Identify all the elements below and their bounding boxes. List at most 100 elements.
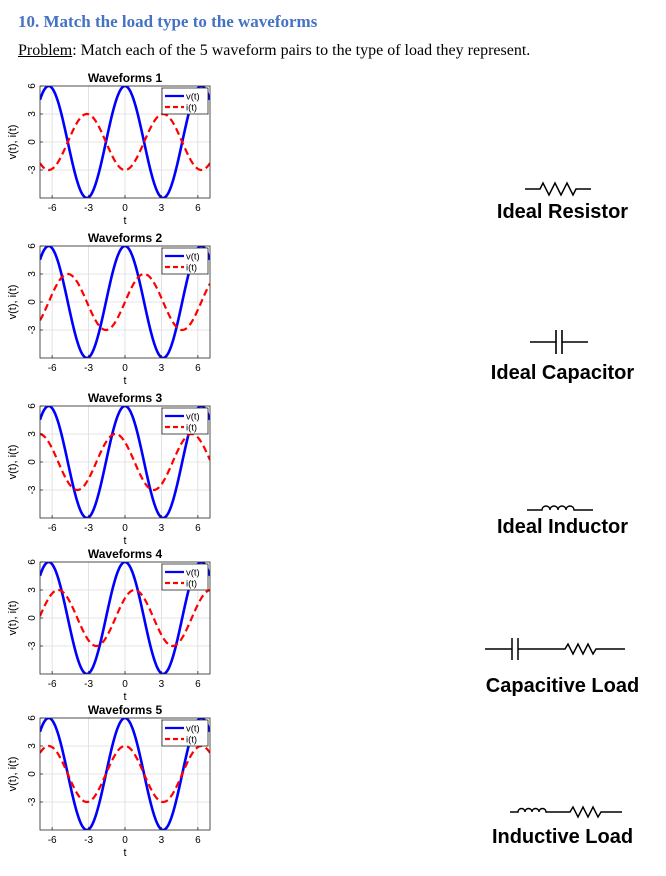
legend-entry: v(t): [186, 412, 200, 423]
y-tick-label: 3: [27, 271, 38, 277]
legend-entry: i(t): [186, 579, 197, 590]
inductor-symbol-icon: [527, 505, 593, 511]
x-tick-label: 3: [159, 679, 165, 690]
y-tick-label: 0: [27, 459, 38, 465]
x-tick-label: -3: [84, 363, 93, 374]
load-label: Inductive Load: [491, 826, 634, 848]
x-tick-label: 0: [122, 835, 128, 846]
load-option-inductive-load: Inductive Load: [470, 798, 655, 860]
x-axis-label: t: [123, 535, 126, 547]
y-axis-label: v(t), i(t): [7, 285, 19, 320]
legend-entry: i(t): [186, 735, 197, 746]
load-option-resistor: Ideal Resistor: [470, 174, 655, 236]
y-tick-label: 0: [27, 615, 38, 621]
series-line-i(t): [40, 588, 210, 648]
problem-label: Problem: [18, 42, 73, 59]
question-heading: 10. Match the load type to the waveforms: [18, 12, 318, 31]
y-tick-label: 6: [27, 715, 38, 721]
series-line-i(t): [40, 112, 210, 172]
inductor-resistor-symbol-icon: [510, 805, 622, 819]
y-tick-label: 0: [27, 139, 38, 145]
legend-box: [161, 563, 209, 591]
y-tick-label: -3: [27, 641, 38, 650]
x-axis-label: t: [123, 691, 126, 703]
y-axis-label: v(t), i(t): [7, 601, 19, 636]
y-tick-label: 3: [27, 743, 38, 749]
load-label: Capacitive Load: [485, 675, 640, 697]
x-axis-label: t: [123, 215, 126, 227]
x-tick-label: -3: [84, 835, 93, 846]
y-axis-label: v(t), i(t): [7, 757, 19, 792]
legend-box: [161, 247, 209, 275]
legend-box: [161, 719, 209, 747]
y-tick-label: 6: [27, 403, 38, 409]
load-option-inductor: Ideal Inductor: [470, 496, 655, 558]
x-tick-label: -6: [48, 523, 57, 534]
x-tick-label: -3: [84, 203, 93, 214]
x-axis-label: t: [123, 375, 126, 387]
load-label: Ideal Inductor: [496, 516, 629, 538]
x-tick-label: 6: [195, 523, 201, 534]
series-line-v(t): [40, 246, 210, 358]
x-tick-label: -6: [48, 835, 57, 846]
y-tick-label: 3: [27, 431, 38, 437]
x-tick-label: -6: [48, 203, 57, 214]
x-tick-label: 0: [122, 203, 128, 214]
y-tick-label: -3: [27, 485, 38, 494]
series-line-v(t): [40, 562, 210, 674]
x-axis-label: t: [123, 847, 126, 859]
x-tick-label: 6: [195, 679, 201, 690]
y-tick-label: 0: [27, 299, 38, 305]
chart-title: Waveforms 1: [88, 71, 163, 85]
y-tick-label: -3: [27, 797, 38, 806]
y-tick-label: -3: [27, 325, 38, 334]
x-tick-label: -3: [84, 523, 93, 534]
x-tick-label: 6: [195, 835, 201, 846]
y-tick-label: 3: [27, 587, 38, 593]
legend-entry: i(t): [186, 423, 197, 434]
x-tick-label: -3: [84, 679, 93, 690]
chart-title: Waveforms 3: [88, 391, 163, 405]
x-tick-label: 0: [122, 523, 128, 534]
problem-text: : Match each of the 5 waveform pairs to …: [72, 42, 531, 59]
series-line-i(t): [40, 272, 210, 332]
capacitor-symbol-icon: [530, 330, 588, 354]
x-tick-label: 3: [159, 203, 165, 214]
load-option-capacitive-load: Capacitive Load: [470, 634, 655, 697]
x-tick-label: 3: [159, 835, 165, 846]
chart-title: Waveforms 5: [88, 703, 163, 717]
y-tick-label: 6: [27, 243, 38, 249]
legend-entry: v(t): [186, 92, 200, 103]
legend-entry: i(t): [186, 103, 197, 114]
series-line-i(t): [40, 432, 210, 492]
legend-entry: v(t): [186, 568, 200, 579]
x-tick-label: 0: [122, 363, 128, 374]
x-tick-label: 0: [122, 679, 128, 690]
y-axis-label: v(t), i(t): [7, 445, 19, 480]
chart-title: Waveforms 2: [88, 231, 163, 245]
problem-statement: Problem: Match each of the 5 waveform pa…: [18, 42, 530, 60]
series-line-i(t): [40, 744, 210, 804]
load-label: Ideal Capacitor: [490, 362, 635, 384]
y-tick-label: -3: [27, 165, 38, 174]
y-tick-label: 6: [27, 83, 38, 89]
load-label: Ideal Resistor: [496, 201, 629, 223]
legend-entry: i(t): [186, 263, 197, 274]
legend-box: [161, 87, 209, 115]
y-tick-label: 6: [27, 559, 38, 565]
legend-entry: v(t): [186, 724, 200, 735]
series-line-v(t): [40, 406, 210, 518]
series-line-v(t): [40, 86, 210, 198]
x-tick-label: 3: [159, 363, 165, 374]
x-tick-label: -6: [48, 363, 57, 374]
y-tick-label: 3: [27, 111, 38, 117]
